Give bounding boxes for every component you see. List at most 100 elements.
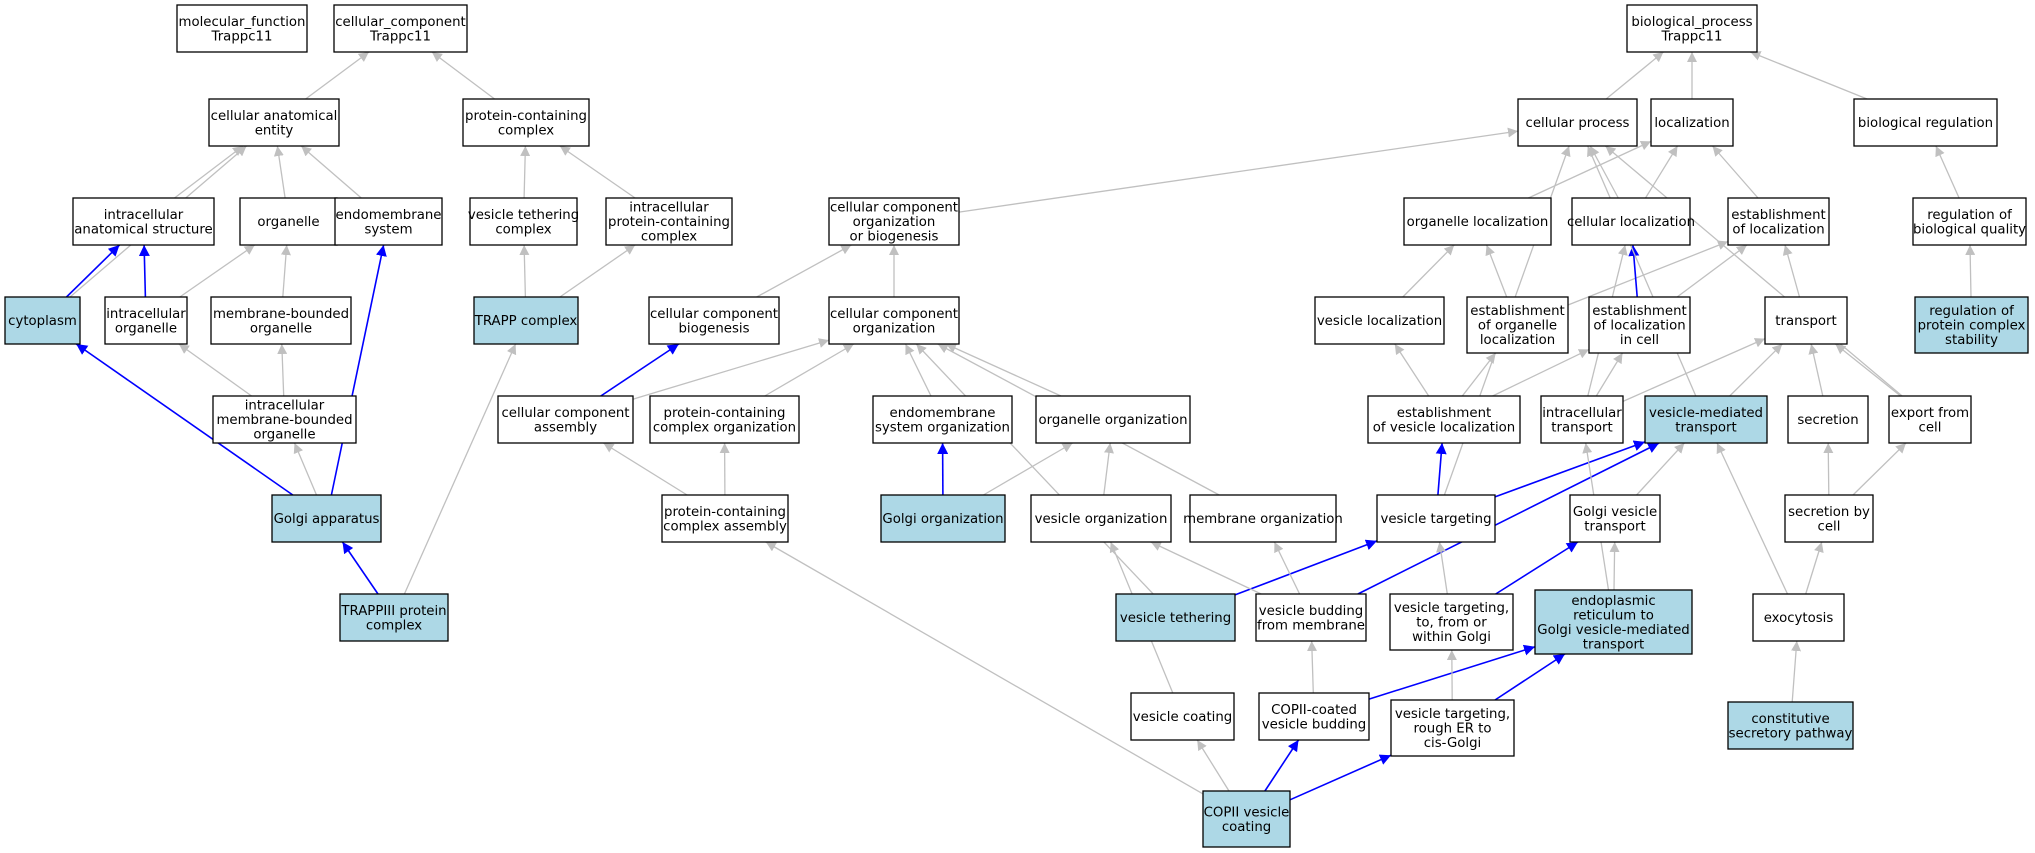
edge-est-organelle-loc-to-organelle-localization — [1485, 244, 1508, 298]
node-box — [1626, 4, 1758, 53]
node-organelle-org[interactable]: organelle organization — [1035, 395, 1191, 444]
node-label-line: vesicle-mediated — [1649, 406, 1763, 421]
node-membrane-organization[interactable]: membrane organization — [1183, 494, 1343, 543]
node-box — [1376, 494, 1496, 543]
node-box — [1571, 197, 1691, 246]
node-label-line: cellular component — [650, 307, 778, 322]
edge-intracellular-protein-complex-to-protein-containing-complex — [559, 145, 636, 199]
node-box — [1534, 589, 1693, 655]
node-vesicle-coating[interactable]: vesicle coating — [1130, 692, 1235, 741]
node-box — [473, 296, 579, 345]
node-label-line: molecular_function — [179, 15, 306, 30]
node-cellular-process[interactable]: cellular process — [1517, 98, 1638, 147]
node-trapp-complex[interactable]: TRAPP complex — [473, 296, 579, 345]
node-exocytosis[interactable]: exocytosis — [1752, 593, 1845, 642]
node-label-line: endomembrane — [890, 406, 996, 421]
node-label-line: export from — [1891, 406, 1969, 421]
node-box — [339, 593, 449, 642]
node-box — [104, 296, 188, 345]
edges-layer — [65, 51, 1976, 801]
edge-copii-coating-to-vesicle-coating — [1196, 739, 1230, 792]
edge-secretion-by-cell-to-secretion — [1823, 442, 1834, 496]
node-vesicle-targeting[interactable]: vesicle targeting — [1376, 494, 1496, 543]
node-box — [1888, 395, 1972, 444]
edge-golgi-organization-to-organelle-org — [983, 442, 1073, 496]
node-cellular-localization[interactable]: cellular localization — [1567, 197, 1695, 246]
node-organelle-localization[interactable]: organelle localization — [1403, 197, 1552, 246]
node-vesicle-tethering[interactable]: vesicle tethering — [1115, 593, 1236, 642]
edge-cc-biogenesis-to-ccob — [756, 244, 852, 298]
node-label-line: assembly — [534, 420, 597, 435]
edge-vesicle-targeting-to-vesicle-mediated-transport — [1494, 440, 1646, 498]
node-box — [649, 395, 800, 444]
node-transport[interactable]: transport — [1764, 296, 1848, 345]
node-vesicle-localization[interactable]: vesicle localization — [1314, 296, 1445, 345]
node-label-line: endomembrane — [336, 208, 442, 223]
edge-trappiii-complex-to-golgi-apparatus — [341, 541, 379, 595]
node-vesicle-organization[interactable]: vesicle organization — [1030, 494, 1172, 543]
node-biological-regulation[interactable]: biological regulation — [1853, 98, 1998, 147]
node-box — [1466, 296, 1569, 354]
node-label-line: complex — [366, 618, 422, 633]
node-golgi-organization[interactable]: Golgi organization — [880, 494, 1006, 543]
node-localization[interactable]: localization — [1650, 98, 1734, 147]
edge-vesicle-tethering-to-vesicle-targeting — [1234, 539, 1378, 596]
edge-organelle-to-cell-anat-entity — [273, 145, 286, 199]
node-secretion[interactable]: secretion — [1787, 395, 1869, 444]
node-label-line: vesicle targeting — [1380, 512, 1491, 527]
node-golgi-apparatus[interactable]: Golgi apparatus — [271, 494, 382, 543]
edge-vesicle-budding-to-vesicle-mediated-transport — [1357, 442, 1660, 595]
node-label-line: vesicle coating — [1133, 710, 1232, 725]
node-cytoplasm[interactable]: cytoplasm — [4, 296, 81, 345]
edge-endomembrane-system-to-cell-anat-entity — [300, 145, 362, 199]
edge-vt-golgi-to-golgi-vesicle-transport — [1495, 541, 1579, 595]
node-label-line: vesicle tethering — [468, 208, 579, 223]
edge-intracellular-transport-to-transport — [1622, 338, 1766, 402]
edge-est-vesicle-loc-to-est-organelle-loc — [1461, 352, 1497, 397]
edge-copii-coating-to-copii-budding — [1264, 739, 1300, 792]
node-box — [1727, 701, 1854, 750]
node-label-line: Golgi vesicle-mediated — [1537, 623, 1689, 638]
edge-organelle-org-to-cc-organization — [945, 343, 1062, 397]
edge-trappiii-complex-to-trapp-complex — [403, 343, 517, 595]
node-organelle[interactable]: organelle — [239, 197, 338, 246]
